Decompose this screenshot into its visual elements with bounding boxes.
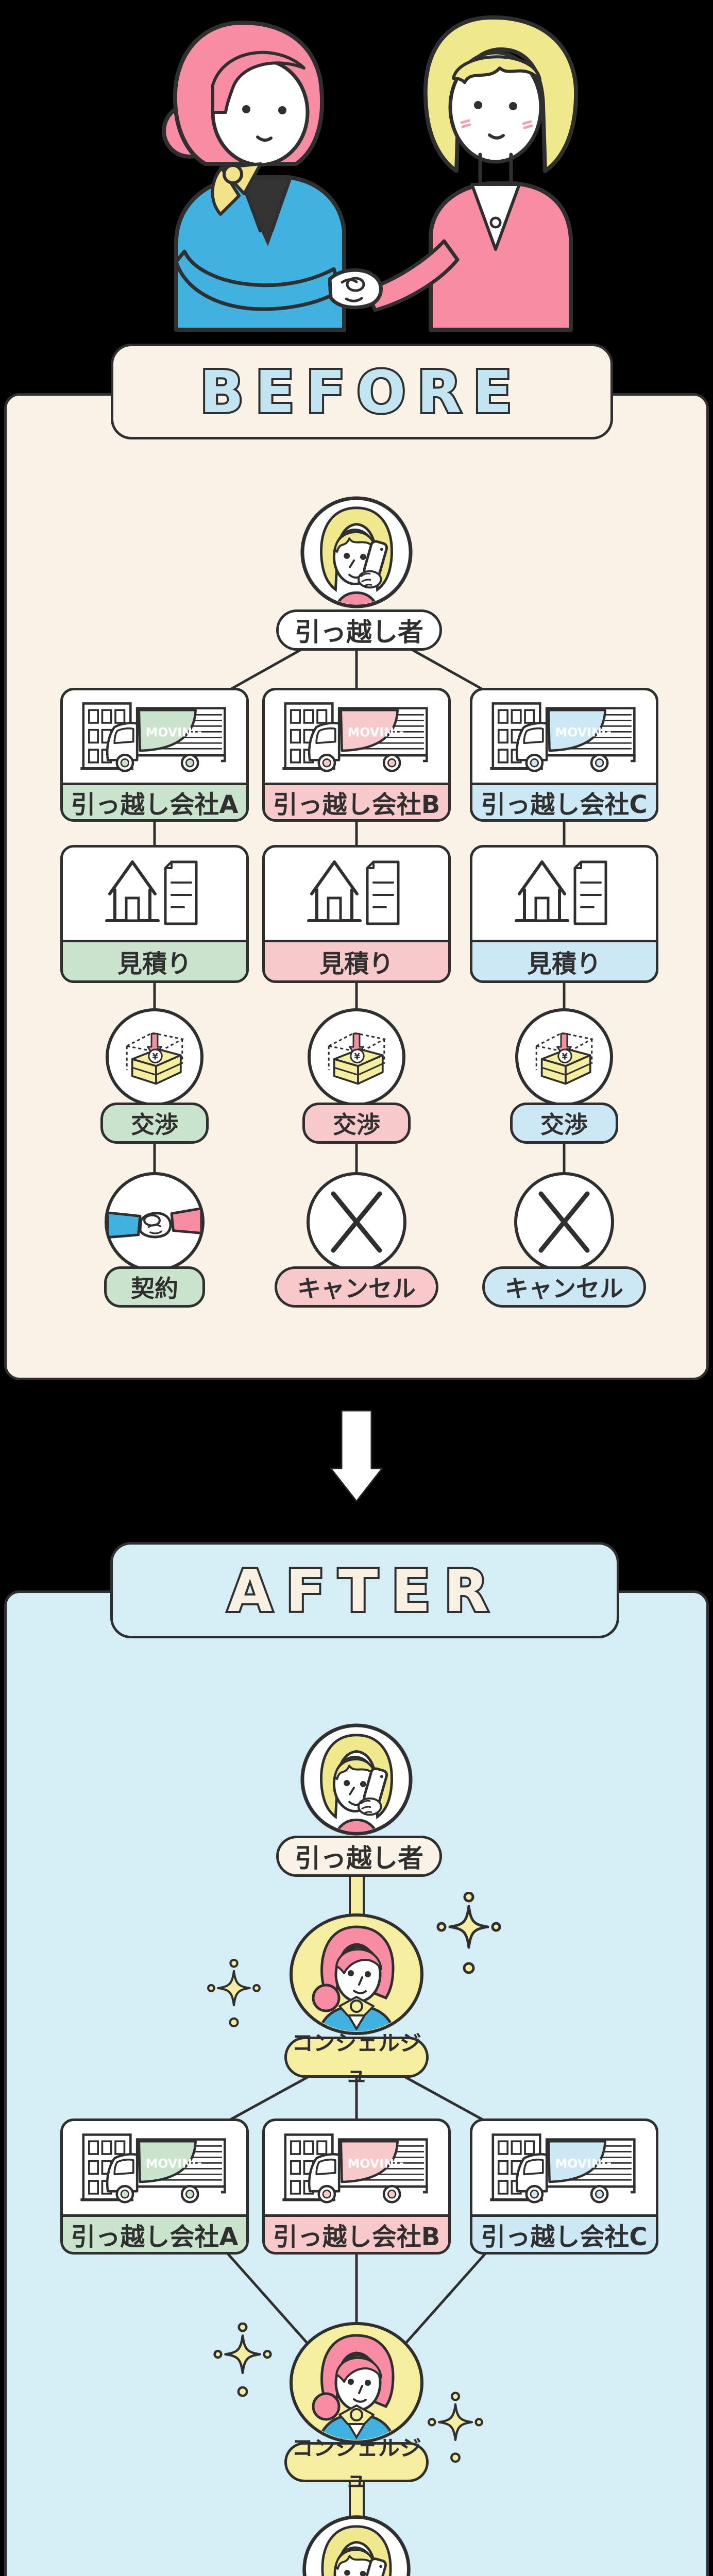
before-estimate-b-label: 見積り: [265, 940, 448, 980]
money-discount-icon: [525, 1021, 603, 1094]
before-outcome-b-label: キャンセル: [275, 1266, 438, 1308]
after-title: AFTER: [228, 1558, 502, 1625]
after-company-c-label: 引っ越し会社C: [472, 2214, 656, 2252]
before-negotiation-circle-c: [515, 1008, 613, 1106]
before-estimate-c-label: 見積り: [472, 940, 656, 980]
after-mover-bottom-icon: [300, 2513, 413, 2576]
before-estimate-a-label: 見積り: [63, 940, 246, 980]
before-outcome-c-label: キャンセル: [482, 1266, 646, 1308]
right-woman-fringe: [452, 55, 541, 84]
handshake-hero-illustration: [162, 15, 579, 332]
after-concierge-bottom-icon: [287, 2320, 426, 2446]
before-company-card-c: 引っ越し会社C: [470, 688, 658, 822]
after-mover-top-label: 引っ越し者: [276, 1836, 442, 1877]
before-company-c-label: 引っ越し会社C: [472, 783, 656, 819]
sparkle-icon: [206, 1959, 262, 2032]
moving-truck-icon-green: [63, 690, 246, 783]
before-mover-label: 引っ越し者: [276, 609, 442, 651]
right-woman-hair: [423, 15, 579, 173]
moving-truck-icon-blue: [472, 2121, 656, 2214]
before-company-a-label: 引っ越し会社A: [63, 783, 246, 819]
after-company-b-label: 引っ越し会社B: [265, 2214, 448, 2252]
before-outcome-circle-c: [514, 1172, 614, 1272]
right-woman-face: [448, 50, 543, 164]
left-woman-inner-shirt: [238, 179, 292, 246]
before-negotiation-a-label: 交渉: [100, 1103, 209, 1144]
before-mover-icon: [298, 494, 415, 611]
before-negotiation-b-label: 交渉: [302, 1103, 411, 1144]
transition-arrow: [330, 1410, 383, 1502]
before-outcome-circle-b: [307, 1172, 406, 1272]
before-outcome-circle-a: [105, 1172, 205, 1272]
before-negotiation-circle-b: [308, 1008, 405, 1106]
sparkle-icon: [435, 1892, 502, 1979]
cancel-x-icon: [315, 1181, 398, 1263]
sparkle-icon: [212, 2323, 273, 2402]
moving-truck-icon-pink: [265, 2121, 448, 2214]
right-woman-arm: [365, 239, 460, 312]
after-mover-top-icon: [298, 1721, 415, 1838]
after-title-box: AFTER: [110, 1542, 619, 1638]
before-outcome-a-label: 契約: [104, 1266, 205, 1308]
after-concierge-top-icon: [287, 1911, 426, 2037]
sparkle-icon: [427, 2392, 484, 2468]
after-concierge-top-label: コンシェルジュ: [284, 2030, 429, 2087]
after-company-a-label: 引っ越し会社A: [63, 2214, 246, 2252]
before-estimate-card-b: 見積り: [262, 845, 451, 983]
moving-truck-icon-pink: [265, 690, 448, 783]
money-discount-icon: [116, 1021, 193, 1094]
money-discount-icon: [318, 1021, 395, 1094]
contract-handshake-icon: [108, 1195, 201, 1249]
before-title-box: BEFORE: [111, 344, 613, 439]
after-concierge-bottom-label: コンシェルジュ: [284, 2435, 429, 2492]
house-document-icon: [63, 848, 246, 940]
before-company-card-b: 引っ越し会社B: [262, 688, 451, 822]
house-document-icon: [472, 848, 656, 940]
before-estimate-card-c: 見積り: [470, 845, 658, 983]
after-company-card-c: 引っ越し会社C: [470, 2119, 658, 2255]
before-negotiation-circle-a: [106, 1008, 203, 1106]
before-company-card-a: 引っ越し会社A: [60, 688, 249, 822]
left-woman-bangs: [211, 50, 305, 114]
house-document-icon: [265, 848, 448, 940]
after-company-card-a: 引っ越し会社A: [60, 2119, 249, 2255]
cancel-x-icon: [523, 1181, 605, 1263]
before-company-b-label: 引っ越し会社B: [265, 783, 448, 819]
before-negotiation-c-label: 交渉: [510, 1103, 618, 1144]
after-company-card-b: 引っ越し会社B: [262, 2119, 451, 2255]
moving-truck-icon-blue: [472, 690, 656, 783]
before-title: BEFORE: [200, 359, 523, 426]
moving-truck-icon-green: [63, 2121, 246, 2214]
before-estimate-card-a: 見積り: [60, 845, 249, 983]
